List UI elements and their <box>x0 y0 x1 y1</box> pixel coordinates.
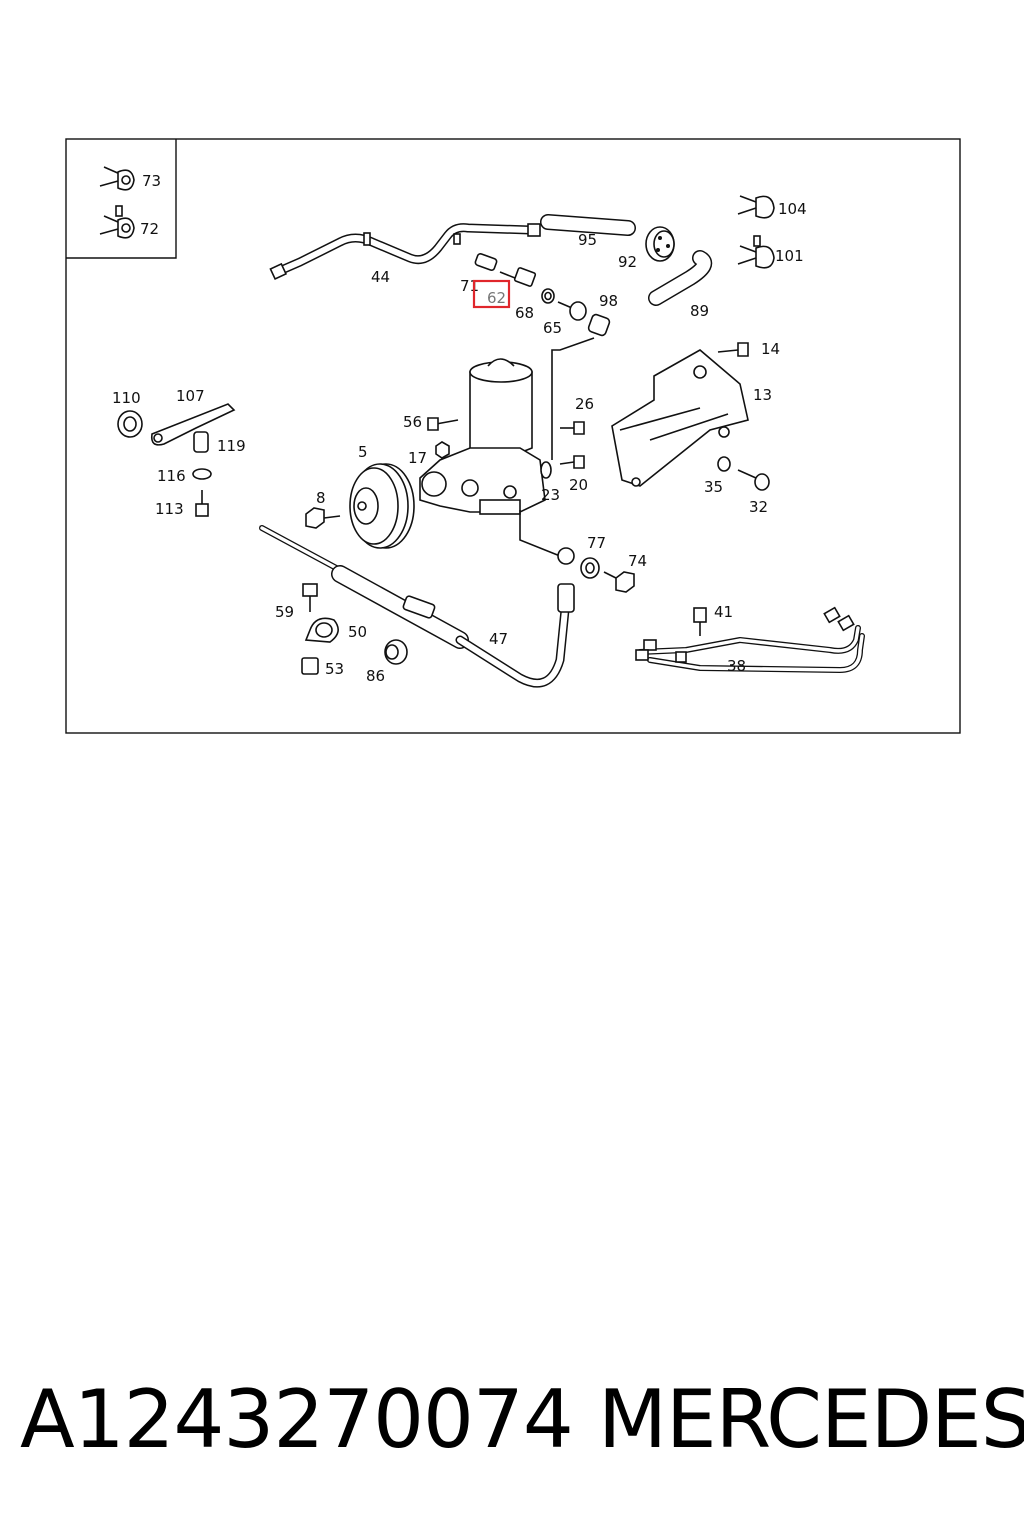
washer-68[interactable] <box>541 288 555 304</box>
pump-body[interactable] <box>419 447 561 557</box>
callout-65[interactable]: 65 <box>543 319 562 337</box>
callout-104[interactable]: 104 <box>778 200 807 218</box>
washer-116[interactable] <box>192 468 212 480</box>
reservoir[interactable] <box>469 358 533 456</box>
hose-89[interactable] <box>648 250 713 306</box>
callout-13[interactable]: 13 <box>753 386 772 404</box>
hose-95[interactable] <box>540 214 636 236</box>
bolt-59[interactable] <box>302 583 318 612</box>
callout-47[interactable]: 47 <box>489 630 508 648</box>
callout-71[interactable]: 71 <box>460 277 479 295</box>
fitting-98[interactable] <box>551 313 611 460</box>
bolt-20[interactable] <box>559 455 585 469</box>
callout-41[interactable]: 41 <box>714 603 733 621</box>
clamp-104[interactable] <box>737 195 775 219</box>
bushing-53[interactable] <box>301 657 319 675</box>
pulley-5[interactable] <box>349 463 415 549</box>
callout-107[interactable]: 107 <box>176 387 205 405</box>
callout-38[interactable]: 38 <box>727 657 746 675</box>
callout-56[interactable]: 56 <box>403 413 422 431</box>
nut-17[interactable] <box>435 441 450 459</box>
callout-5[interactable]: 5 <box>358 443 368 461</box>
bolt-41[interactable] <box>693 607 707 636</box>
fitting-62[interactable] <box>499 267 537 287</box>
callout-92[interactable]: 92 <box>618 253 637 271</box>
callout-116[interactable]: 116 <box>157 467 186 485</box>
grommet-110[interactable] <box>117 410 143 438</box>
clamp-72[interactable] <box>99 205 135 239</box>
clamp-50[interactable] <box>304 617 339 643</box>
callout-50[interactable]: 50 <box>348 623 367 641</box>
callout-68[interactable]: 68 <box>515 304 534 322</box>
callout-101[interactable]: 101 <box>775 247 804 265</box>
callout-26[interactable]: 26 <box>575 395 594 413</box>
hose-47[interactable] <box>259 525 575 688</box>
callout-59[interactable]: 59 <box>275 603 294 621</box>
callout-53[interactable]: 53 <box>325 660 344 678</box>
footer: A1243270074 MERCEDES <box>0 1370 1024 1470</box>
spacer-23[interactable] <box>540 461 552 479</box>
sleeve-119[interactable] <box>193 431 209 453</box>
line-38[interactable] <box>635 606 865 673</box>
callout-73[interactable]: 73 <box>142 172 161 190</box>
callout-14[interactable]: 14 <box>761 340 780 358</box>
callout-95[interactable]: 95 <box>578 231 597 249</box>
bolt-26[interactable] <box>560 421 585 435</box>
callout-113[interactable]: 113 <box>155 500 184 518</box>
callout-72[interactable]: 72 <box>140 220 159 238</box>
bolt-32[interactable] <box>737 469 770 491</box>
parts-diagram: 73 72 104 101 44 95 92 89 71 62 68 65 98… <box>65 138 961 734</box>
grommet-86[interactable] <box>384 639 408 665</box>
bracket-13[interactable] <box>611 349 749 487</box>
clamp-73[interactable] <box>99 166 135 191</box>
sleeve-71[interactable] <box>474 252 498 272</box>
callout-32[interactable]: 32 <box>749 498 768 516</box>
highlight-box-62 <box>472 279 511 309</box>
washer-35[interactable] <box>717 456 731 472</box>
callout-17[interactable]: 17 <box>408 449 427 467</box>
diagram-frame <box>65 138 961 734</box>
brand-name: MERCEDES <box>598 1373 1024 1466</box>
callout-89[interactable]: 89 <box>690 302 709 320</box>
callout-35[interactable]: 35 <box>704 478 723 496</box>
bolt-14[interactable] <box>717 342 749 357</box>
cap-92[interactable] <box>645 226 675 262</box>
bolt-65[interactable] <box>557 301 587 321</box>
bolt-56[interactable] <box>427 417 459 431</box>
bolt-113[interactable] <box>195 490 209 517</box>
callout-77[interactable]: 77 <box>587 534 606 552</box>
callout-44[interactable]: 44 <box>371 268 390 286</box>
callout-110[interactable]: 110 <box>112 389 141 407</box>
bolt-74[interactable] <box>603 571 635 593</box>
callout-119[interactable]: 119 <box>217 437 246 455</box>
callout-74[interactable]: 74 <box>628 552 647 570</box>
callout-62[interactable]: 62 <box>487 289 506 307</box>
hose-44[interactable] <box>269 223 541 281</box>
callout-23[interactable]: 23 <box>541 486 560 504</box>
washer-77[interactable] <box>580 557 600 579</box>
callout-98[interactable]: 98 <box>599 292 618 310</box>
clamp-101[interactable] <box>737 235 775 269</box>
part-number: A1243270074 <box>20 1373 574 1466</box>
bracket-107[interactable] <box>150 403 236 446</box>
callout-8[interactable]: 8 <box>316 489 326 507</box>
inset-box <box>66 139 177 259</box>
callout-20[interactable]: 20 <box>569 476 588 494</box>
bolt-8[interactable] <box>305 507 341 529</box>
callout-86[interactable]: 86 <box>366 667 385 685</box>
